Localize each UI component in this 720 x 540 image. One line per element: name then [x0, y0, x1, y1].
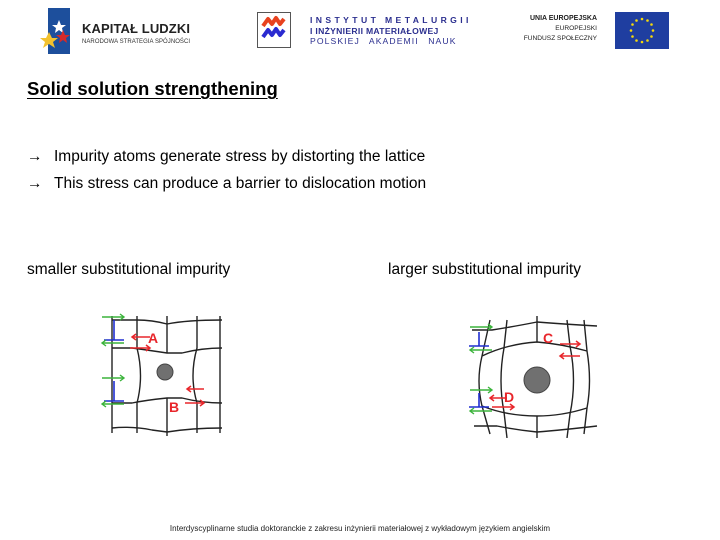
- caption-smaller-impurity: smaller substitutional impurity: [27, 261, 231, 278]
- bullet-item: → Impurity atoms generate stress by disto…: [27, 148, 425, 166]
- imim-pan-logo-icon: [257, 12, 291, 48]
- eu-text-block: UNIA EUROPEJSKA EUROPEJSKI FUNDUSZ SPOŁE…: [524, 14, 597, 44]
- lattice-diagram-larger-impurity: C D: [462, 316, 602, 439]
- impurity-atom-small: [156, 363, 174, 381]
- logo-kapital-ludzki: KAPITAŁ LUDZKI NARODOWA STRATEGIA SPÓJNO…: [40, 8, 215, 56]
- bullet-text: This stress can produce a barrier to dis…: [54, 175, 427, 192]
- kapital-ludzki-title: KAPITAŁ LUDZKI: [82, 21, 191, 36]
- arrow-right-icon: →: [27, 148, 43, 165]
- lattice-smaller-svg: A B: [100, 313, 223, 436]
- logo-imim-pan: INSTYTUT METALURGII I INŻYNIERII MATERIA…: [257, 12, 468, 52]
- label-a: A: [148, 330, 158, 346]
- slide-title: Solid solution strengthening: [27, 78, 278, 99]
- header-logos: KAPITAŁ LUDZKI NARODOWA STRATEGIA SPÓJNO…: [0, 0, 720, 62]
- imim-pan-name: INSTYTUT METALURGII I INŻYNIERII MATERIA…: [310, 15, 472, 47]
- label-c: C: [543, 330, 553, 346]
- bullet-text: Impurity atoms generate stress by distor…: [54, 148, 426, 165]
- eu-line-1: UNIA EUROPEJSKA: [529, 15, 597, 22]
- kapital-ludzki-subtitle: NARODOWA STRATEGIA SPÓJNOŚCI: [82, 39, 191, 45]
- footer-text: Interdyscyplinarne studia doktoranckie z…: [169, 524, 551, 533]
- imim-line-2: I INŻYNIERII MATERIAŁOWEJ: [310, 25, 439, 36]
- logo-eu-efs: UNIA EUROPEJSKA EUROPEJSKI FUNDUSZ SPOŁE…: [515, 12, 669, 50]
- eu-flag-icon: [615, 12, 669, 49]
- bullet-item: → This stress can produce a barrier to di…: [27, 175, 426, 193]
- lattice-larger-svg: C D: [468, 316, 598, 439]
- imim-line-1: INSTYTUT METALURGII: [310, 15, 472, 25]
- imim-line-3: POLSKIEJ AKADEMII NAUK: [310, 36, 457, 46]
- impurity-atom-large: [523, 366, 551, 394]
- caption-larger-impurity: larger substitutional impurity: [388, 261, 581, 278]
- lattice-diagram-smaller-impurity: A B: [92, 308, 242, 438]
- eu-line-2: EUROPEJSKI: [555, 25, 597, 32]
- label-d: D: [504, 389, 514, 405]
- kapital-ludzki-flag-icon: [40, 8, 70, 54]
- label-b: B: [169, 399, 179, 415]
- eu-line-3: FUNDUSZ SPOŁECZNY: [523, 35, 597, 42]
- arrow-right-icon: →: [27, 175, 43, 192]
